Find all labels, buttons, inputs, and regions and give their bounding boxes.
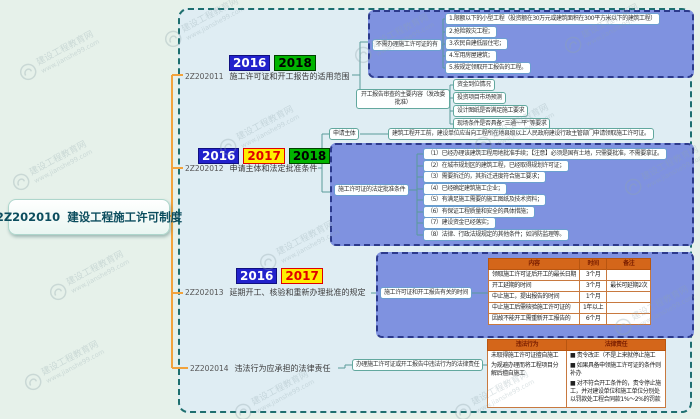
table-cell: 最长可延期2次 xyxy=(606,280,652,292)
node-applicant-text: 建筑工程开工前，建设单位应当向工程所在地县级以上人民政府建设行政主管部门申请领取… xyxy=(388,128,654,140)
table-header: 时间 xyxy=(579,258,608,270)
year-badge-2018: 2018 xyxy=(274,55,316,71)
table-cell xyxy=(606,313,652,325)
year-badge-2018: 2018 xyxy=(288,148,331,164)
liability-table: 违法行为 法律责任 未取得施工许可证擅自施工 为规避办理而将工程项目分解后擅自施… xyxy=(487,339,666,408)
list-item: （7）建设资金已经落实； xyxy=(423,217,497,229)
penalty-item: ■ 对不符合开工条件的，责令停止施工，并对建设单位和施工单位分别处以罚款处工程合… xyxy=(570,380,661,403)
branch-title: 施工许可证和开工报告的适用范围 xyxy=(229,72,350,81)
jianshe-logo-icon xyxy=(49,283,67,300)
list-item: （1）已经办理该建筑工程用地批准手续；【注意】必须是国有土地，只需要批准，不需要… xyxy=(423,148,667,160)
year-badge-2017: 2017 xyxy=(281,268,323,284)
table-cell: 因故不能开工需重新开工报告的 xyxy=(487,313,581,325)
jianshe-logo-icon xyxy=(24,373,42,390)
year-badge-2016: 2016 xyxy=(229,55,271,71)
table-cell: 领取施工许可证后开工的最长日期 xyxy=(487,269,581,281)
list-item: 3.农民自建低层住宅； xyxy=(445,38,509,50)
branch-label-2Z202014: 2Z202014 违法行为应承担的法律责任 xyxy=(190,363,331,374)
violation-item: 未取得施工许可证擅自施工 xyxy=(491,352,559,359)
list-item: 4.军用房屋建筑； xyxy=(445,50,498,62)
node-legal-conditions-label: 施工许可证的法定批准条件 xyxy=(334,184,410,196)
branch-code: 2Z202014 xyxy=(190,364,229,373)
badges-branch-1: 2016 2018 xyxy=(229,55,316,71)
table-cell-penalties: ■ 责令改正（不是上来就停止施工 ■ 如果具备申领施工许可证的条件则补办 ■ 对… xyxy=(566,350,666,408)
badges-branch-3: 2016 2017 xyxy=(236,268,323,284)
node-no-permit-label: 不需办理施工许可证的有 xyxy=(372,39,442,51)
list-item: 2.抢险救灾工程； xyxy=(445,26,498,38)
node-applicant-label: 申请主体 xyxy=(329,128,360,140)
table-header: 内容 xyxy=(487,258,581,270)
table-cell: 3个月 xyxy=(579,269,608,281)
main-topic-code: 2Z202010 xyxy=(0,210,61,224)
list-item: 资金到位情况 xyxy=(453,79,495,91)
penalty-item: ■ 责令改正（不是上来就停止施工 xyxy=(570,352,656,359)
branch-code: 2Z202012 xyxy=(185,164,224,173)
list-item: 设计图纸是否满足施工要求 xyxy=(453,105,529,117)
branch-title: 违法行为应承担的法律责任 xyxy=(234,364,331,373)
node-time-table-label: 施工许可证和开工报告有关的时间 xyxy=(380,287,473,299)
table-header: 违法行为 xyxy=(487,339,567,351)
year-badge-2016: 2016 xyxy=(236,268,278,284)
table-cell: 开工延期的时间 xyxy=(487,280,581,292)
node-report-review-label: 开工报告审查的主要内容（发改委批准） xyxy=(356,89,450,109)
table-cell: 中止施工，提出报告的时间 xyxy=(487,291,581,303)
branch-title: 申请主体和法定批准条件 xyxy=(229,164,318,173)
table-header: 法律责任 xyxy=(566,339,666,351)
table-cell xyxy=(606,269,652,281)
branch-code: 2Z202011 xyxy=(185,72,224,81)
jianshe-logo-icon xyxy=(19,63,37,80)
penalty-item: ■ 如果具备申领施工许可证的条件则补办 xyxy=(570,362,661,377)
list-item: 1.限额以下的小型工程（投资额在30万元或建筑面积在300平方米以下的建筑工程） xyxy=(445,13,660,25)
list-item: （3）需要拆迁的，其拆迁进度符合施工要求； xyxy=(423,171,547,183)
table-cell xyxy=(606,302,652,314)
list-item: （5）有满足施工需要的施工图纸及技术资料； xyxy=(423,194,547,206)
list-item: （8）法律、行政法规规定的其他条件；如消防监理等。 xyxy=(423,229,569,241)
table-header: 备注 xyxy=(606,258,652,270)
node-liability-label: 办理施工许可证或开工报告中违法行为的法律责任 xyxy=(352,359,484,371)
violation-item: 为规避办理而将工程项目分解后擅自施工 xyxy=(491,362,559,377)
branch-title: 延期开工、核验和重新办理批准的规定 xyxy=(229,288,366,297)
branch-label-2Z202013: 2Z202013 延期开工、核验和重新办理批准的规定 xyxy=(185,287,366,298)
table-cell: 3个月 xyxy=(579,280,608,292)
time-table: 内容 时间 备注 领取施工许可证后开工的最长日期 3个月 开工延期的时间 3个月… xyxy=(487,258,652,325)
list-item: 5.按规定领取开工报告的工程。 xyxy=(445,62,531,74)
table-cell: 1个月 xyxy=(579,291,608,303)
branch-label-2Z202011: 2Z202011 施工许可证和开工报告的适用范围 xyxy=(185,71,350,82)
year-badge-2016: 2016 xyxy=(198,148,240,164)
jianshe-logo-icon xyxy=(12,173,30,190)
main-topic-title: 建设工程施工许可制度 xyxy=(67,210,183,224)
branch-code: 2Z202013 xyxy=(185,288,224,297)
main-topic-node: 2Z202010 建设工程施工许可制度 xyxy=(0,199,182,235)
table-cell: 6个月 xyxy=(579,313,608,325)
badges-branch-2: 2016 2017 2018 xyxy=(198,148,331,164)
list-item: 投资项目市场预测 xyxy=(453,92,506,104)
table-cell: 中止施工后需核验施工许可证的 xyxy=(487,302,581,314)
table-cell: 1年以上 xyxy=(579,302,608,314)
table-cell-violations: 未取得施工许可证擅自施工 为规避办理而将工程项目分解后擅自施工 xyxy=(487,350,567,408)
year-badge-2017: 2017 xyxy=(243,148,285,164)
table-cell xyxy=(606,291,652,303)
branch-label-2Z202012: 2Z202012 申请主体和法定批准条件 xyxy=(185,163,318,174)
